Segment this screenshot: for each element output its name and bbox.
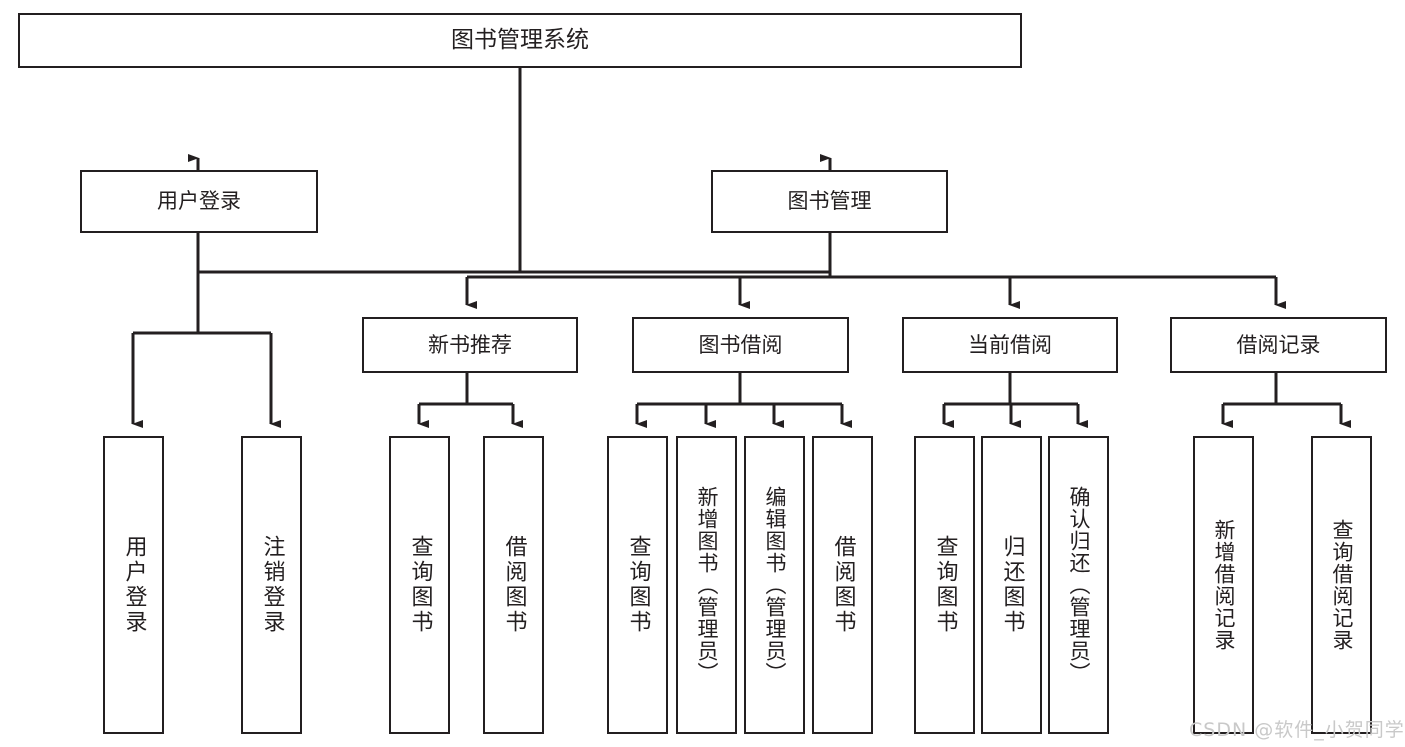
node-leaf-user-login[interactable]: 用户登录 — [103, 436, 164, 734]
node-leaf-query-book-current-label: 查询图书 — [932, 535, 958, 635]
node-leaf-add-book-admin[interactable]: 新增图书（管理员） — [676, 436, 737, 734]
node-leaf-query-borrow-record[interactable]: 查询借阅记录 — [1311, 436, 1372, 734]
node-leaf-query-book-recommend[interactable]: 查询图书 — [389, 436, 450, 734]
node-root-book-management-system[interactable]: 图书管理系统 — [18, 13, 1022, 68]
node-root-label: 图书管理系统 — [451, 26, 589, 53]
node-current-borrow-label: 当前借阅 — [968, 332, 1052, 357]
node-new-book-recommend[interactable]: 新书推荐 — [362, 317, 578, 373]
node-borrow-record[interactable]: 借阅记录 — [1170, 317, 1387, 373]
node-book-management[interactable]: 图书管理 — [711, 170, 948, 233]
node-leaf-borrow-book-recommend-label: 借阅图书 — [501, 535, 527, 635]
node-leaf-logout-label: 注销登录 — [259, 535, 285, 635]
node-book-borrow-label: 图书借阅 — [698, 332, 783, 357]
node-leaf-edit-book-admin[interactable]: 编辑图书（管理员） — [744, 436, 805, 734]
node-leaf-confirm-return-admin[interactable]: 确认归还（管理员） — [1048, 436, 1109, 734]
node-leaf-borrow-book[interactable]: 借阅图书 — [812, 436, 873, 734]
node-leaf-return-book-label: 归还图书 — [999, 535, 1025, 635]
node-user-login[interactable]: 用户登录 — [80, 170, 318, 233]
node-leaf-confirm-return-admin-label: 确认归还（管理员） — [1067, 486, 1091, 684]
node-book-borrow[interactable]: 图书借阅 — [632, 317, 849, 373]
node-borrow-record-label: 借阅记录 — [1236, 332, 1321, 357]
node-leaf-add-book-admin-label: 新增图书（管理员） — [695, 486, 719, 684]
node-user-login-label: 用户登录 — [157, 189, 241, 214]
node-leaf-user-login-label: 用户登录 — [121, 535, 147, 635]
node-book-management-label: 图书管理 — [787, 189, 872, 214]
node-leaf-query-book-borrow[interactable]: 查询图书 — [607, 436, 668, 734]
node-leaf-query-book-recommend-label: 查询图书 — [407, 535, 433, 635]
node-leaf-borrow-book-recommend[interactable]: 借阅图书 — [483, 436, 544, 734]
node-new-book-recommend-label: 新书推荐 — [428, 332, 512, 357]
node-leaf-logout[interactable]: 注销登录 — [241, 436, 302, 734]
node-leaf-add-borrow-record-label: 新增借阅记录 — [1212, 519, 1236, 651]
node-leaf-add-borrow-record[interactable]: 新增借阅记录 — [1193, 436, 1254, 734]
node-leaf-borrow-book-label: 借阅图书 — [830, 535, 856, 635]
node-leaf-query-borrow-record-label: 查询借阅记录 — [1330, 519, 1354, 651]
node-leaf-query-book-current[interactable]: 查询图书 — [914, 436, 975, 734]
node-leaf-query-book-borrow-label: 查询图书 — [625, 535, 651, 635]
node-current-borrow[interactable]: 当前借阅 — [902, 317, 1118, 373]
node-leaf-edit-book-admin-label: 编辑图书（管理员） — [763, 486, 787, 684]
node-leaf-return-book[interactable]: 归还图书 — [981, 436, 1042, 734]
csdn-watermark: CSDN @软件_小贺同学 — [1189, 719, 1405, 741]
